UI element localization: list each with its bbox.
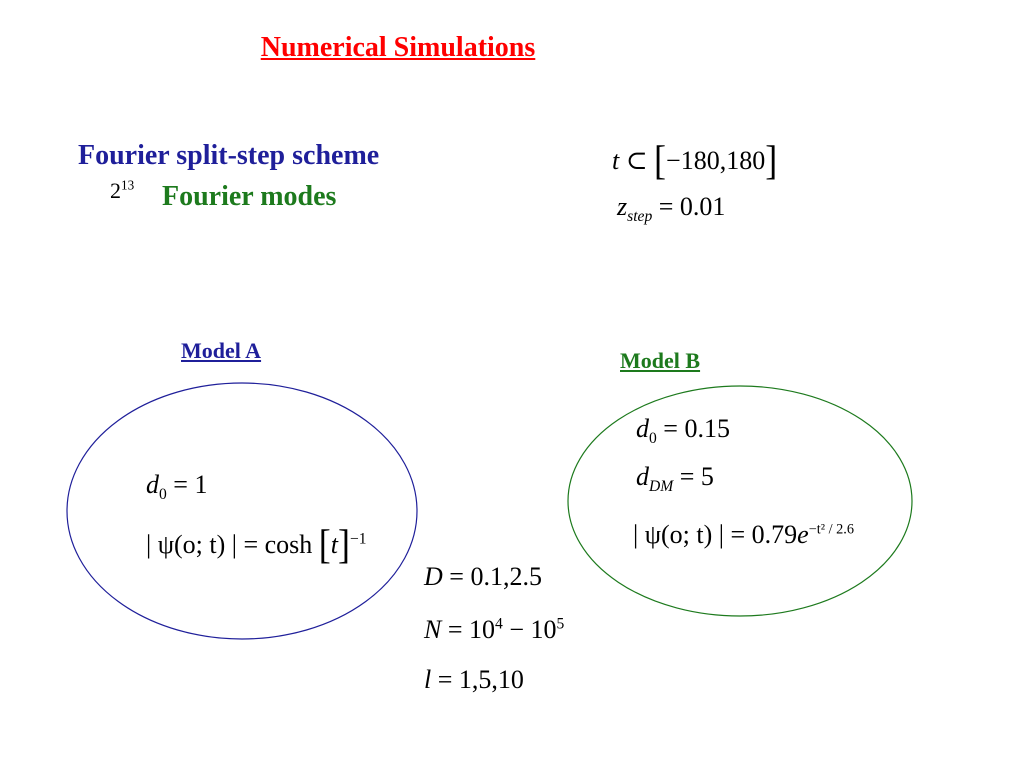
model-b-ddm-variable: d <box>636 462 649 491</box>
N-eq: = 10 <box>447 615 496 644</box>
N-mid: − 10 <box>502 615 557 644</box>
t-range-equation: t ⊂ [−180,180] <box>612 137 778 183</box>
t-range-value: −180,180 <box>666 146 766 175</box>
model-b-d0-equation: d0 = 0.15 <box>636 414 730 447</box>
right-bracket: ] <box>765 137 778 183</box>
modes-label: Fourier modes <box>162 181 337 212</box>
model-b-psi-lhs: | ψ(o; t) | = 0.79 <box>633 520 798 549</box>
model-a-d-value: = 1 <box>173 470 208 499</box>
modes-count: 213 <box>110 177 135 203</box>
model-b-psi-exponent: −t² / 2.6 <box>808 521 854 538</box>
model-a-psi-arg: t <box>330 530 339 559</box>
model-a-d-variable: d <box>146 470 159 499</box>
model-b-ddm-equation: dDM = 5 <box>636 462 714 495</box>
l-variable: l <box>424 665 432 694</box>
model-b-d0-variable: d <box>636 414 649 443</box>
model-b-label: Model B <box>620 348 701 373</box>
t-variable: t <box>612 146 620 175</box>
N-variable: N <box>424 615 442 644</box>
model-a-left-bracket: [ <box>318 521 331 567</box>
model-a-psi-exponent: −1 <box>350 530 367 548</box>
modes-exponent: 13 <box>121 177 135 193</box>
model-a-right-bracket: ] <box>338 521 351 567</box>
z-variable: z <box>617 192 628 221</box>
model-b-psi-e: e <box>797 520 809 549</box>
model-b-psi-equation: | ψ(o; t) | = 0.79e−t² / 2.6 <box>633 522 854 548</box>
model-b-ddm-value: = 5 <box>679 462 714 491</box>
z-subscript: step <box>627 208 653 226</box>
l-equation: l = 1,5,10 <box>424 667 524 693</box>
z-step-equation: zstep = 0.01 <box>617 192 726 225</box>
N-exponent-1: 4 <box>495 615 503 633</box>
D-value: = 0.1,2.5 <box>449 562 542 591</box>
D-variable: D <box>424 562 443 591</box>
page-title: Numerical Simulations <box>260 32 536 63</box>
D-equation: D = 0.1,2.5 <box>424 564 542 590</box>
subset-symbol: ⊂ <box>625 146 648 175</box>
model-b-d0-subscript: 0 <box>649 430 657 448</box>
model-a-psi-equation: | ψ(o; t) | = cosh [t]−1 <box>146 521 367 567</box>
model-a-oval <box>66 382 418 640</box>
model-b-oval <box>567 385 913 617</box>
N-equation: N = 104 − 105 <box>424 615 565 644</box>
model-a-label: Model A <box>181 338 262 363</box>
N-exponent-2: 5 <box>556 615 565 633</box>
left-bracket: [ <box>654 137 667 183</box>
model-b-d0-value: = 0.15 <box>663 414 730 443</box>
scheme-heading: Fourier split-step scheme <box>78 140 380 171</box>
model-a-d-subscript: 0 <box>159 486 167 504</box>
z-step-value: = 0.01 <box>658 192 726 221</box>
l-value: = 1,5,10 <box>437 665 524 694</box>
modes-base: 2 <box>110 178 121 203</box>
model-a-psi-lhs: | ψ(o; t) | = cosh <box>146 530 313 559</box>
model-a-d0-equation: d0 = 1 <box>146 470 208 503</box>
model-b-ddm-subscript: DM <box>649 478 674 496</box>
